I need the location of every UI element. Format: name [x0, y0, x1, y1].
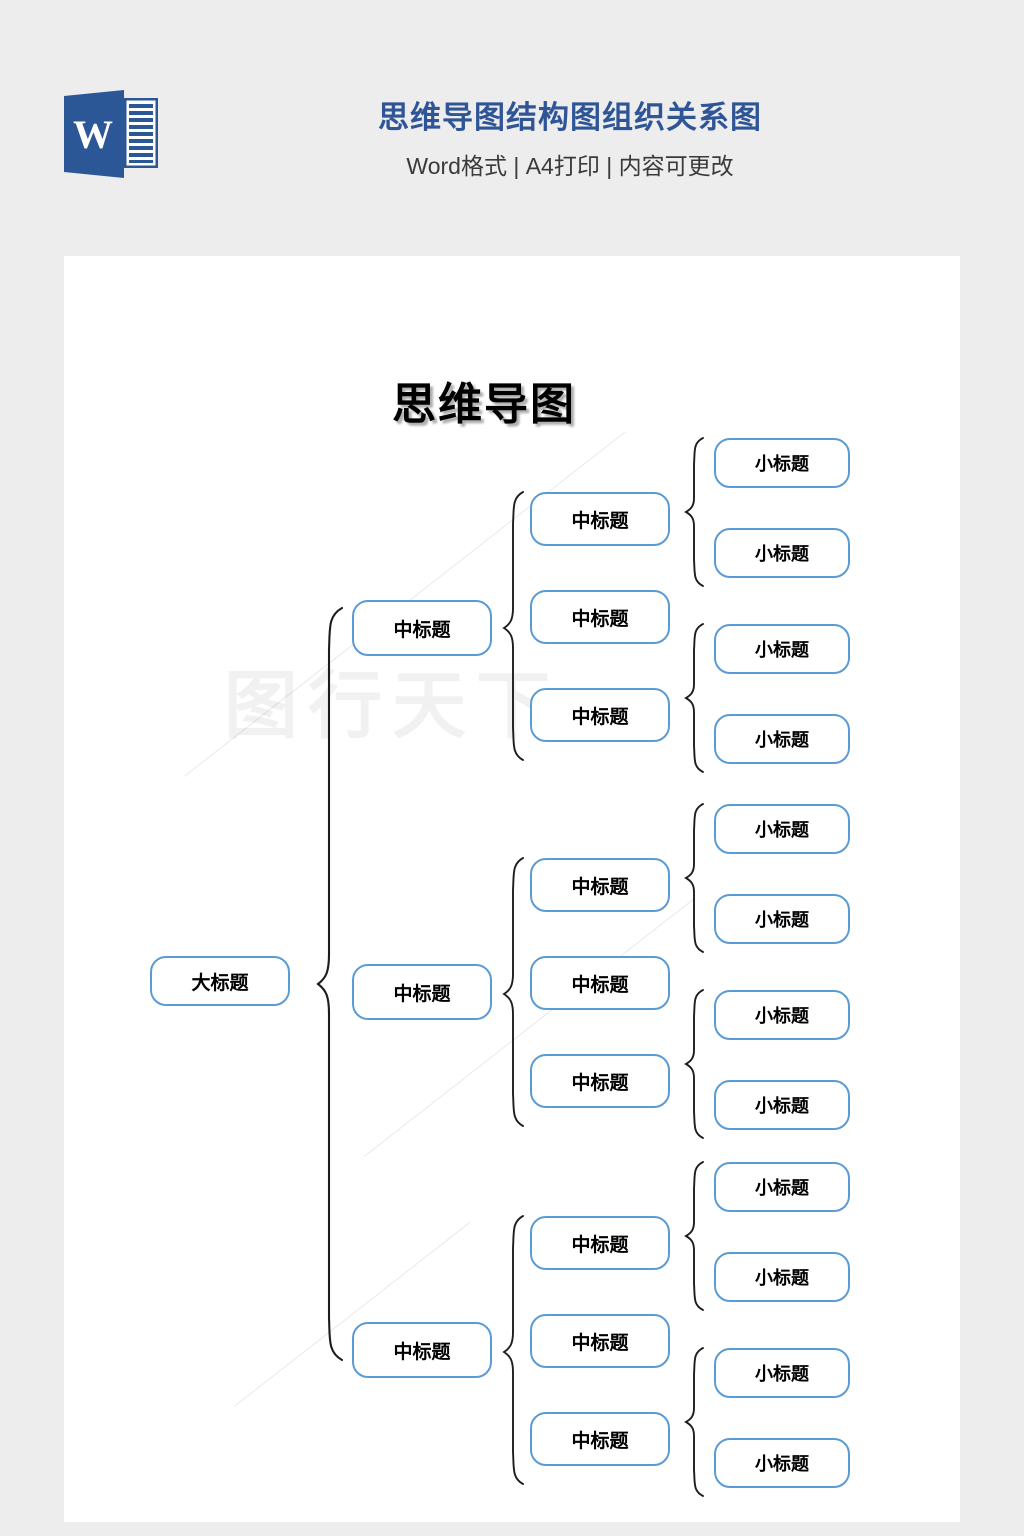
node-child-3-1-label: 中标题 [571, 1234, 629, 1256]
brace-child-2-1-to-leaves [684, 802, 706, 954]
node-leaf-1-3-2[interactable]: 小标题 [714, 714, 850, 764]
node-leaf-3-3-2[interactable]: 小标题 [714, 1438, 850, 1488]
node-child-3-1[interactable]: 中标题 [530, 1216, 670, 1270]
node-leaf-1-1-1-label: 小标题 [755, 454, 809, 474]
node-child-3-3[interactable]: 中标题 [530, 1412, 670, 1466]
node-leaf-2-1-1-label: 小标题 [755, 820, 809, 840]
document-page: 图行天下 思维导图 大标题 中标题 中标题 [64, 256, 960, 1522]
node-leaf-3-1-1[interactable]: 小标题 [714, 1162, 850, 1212]
brace-child-3-3-to-leaves [684, 1346, 706, 1498]
watermark-line [234, 1221, 472, 1407]
node-branch-2-label: 中标题 [393, 983, 451, 1005]
node-child-3-2-label: 中标题 [571, 1332, 629, 1354]
node-child-1-1[interactable]: 中标题 [530, 492, 670, 546]
node-leaf-2-3-1-label: 小标题 [755, 1006, 809, 1026]
brace-branch-1-to-children [502, 490, 526, 762]
node-leaf-2-3-2[interactable]: 小标题 [714, 1080, 850, 1130]
node-leaf-1-3-1-label: 小标题 [755, 640, 809, 660]
node-child-1-3-label: 中标题 [571, 706, 629, 728]
node-leaf-1-1-2-label: 小标题 [755, 544, 809, 564]
brace-root-to-branches [316, 606, 346, 1362]
node-leaf-1-1-2[interactable]: 小标题 [714, 528, 850, 578]
node-branch-1[interactable]: 中标题 [352, 600, 492, 656]
node-child-1-1-label: 中标题 [571, 510, 629, 532]
node-child-1-2-label: 中标题 [571, 608, 629, 630]
node-leaf-2-1-1[interactable]: 小标题 [714, 804, 850, 854]
node-root[interactable]: 大标题 [150, 956, 290, 1006]
brace-branch-2-to-children [502, 856, 526, 1128]
node-leaf-3-3-1[interactable]: 小标题 [714, 1348, 850, 1398]
node-leaf-3-1-1-label: 小标题 [755, 1178, 809, 1198]
brace-branch-3-to-children [502, 1214, 526, 1486]
node-child-2-3-label: 中标题 [571, 1072, 629, 1094]
node-leaf-1-3-1[interactable]: 小标题 [714, 624, 850, 674]
node-leaf-1-1-1[interactable]: 小标题 [714, 438, 850, 488]
watermark-text: 图行天下 [224, 663, 560, 749]
node-leaf-1-3-2-label: 小标题 [755, 730, 809, 750]
node-root-label: 大标题 [191, 972, 249, 994]
brace-child-3-1-to-leaves [684, 1160, 706, 1312]
node-branch-1-label: 中标题 [393, 619, 451, 641]
node-child-2-3[interactable]: 中标题 [530, 1054, 670, 1108]
word-logo-letter: W [73, 112, 113, 157]
node-leaf-2-1-2[interactable]: 小标题 [714, 894, 850, 944]
header-text-block: 思维导图结构图组织关系图 Word格式 | A4打印 | 内容可更改 [180, 96, 960, 182]
node-branch-3-label: 中标题 [393, 1341, 451, 1363]
node-leaf-3-1-2-label: 小标题 [755, 1268, 809, 1288]
node-child-2-1-label: 中标题 [571, 876, 629, 898]
node-leaf-2-3-2-label: 小标题 [755, 1096, 809, 1116]
node-leaf-3-1-2[interactable]: 小标题 [714, 1252, 850, 1302]
page-subtitle: Word格式 | A4打印 | 内容可更改 [406, 153, 734, 179]
node-leaf-2-1-2-label: 小标题 [755, 910, 809, 930]
node-child-1-2[interactable]: 中标题 [530, 590, 670, 644]
watermark-line [364, 897, 696, 1157]
node-branch-3[interactable]: 中标题 [352, 1322, 492, 1378]
node-child-3-2[interactable]: 中标题 [530, 1314, 670, 1368]
node-branch-2[interactable]: 中标题 [352, 964, 492, 1020]
node-child-2-2[interactable]: 中标题 [530, 956, 670, 1010]
node-child-2-2-label: 中标题 [571, 974, 629, 996]
node-leaf-2-3-1[interactable]: 小标题 [714, 990, 850, 1040]
node-child-3-3-label: 中标题 [571, 1430, 629, 1452]
brace-child-1-1-to-leaves [684, 436, 706, 588]
brace-child-2-3-to-leaves [684, 988, 706, 1140]
node-leaf-3-3-1-label: 小标题 [755, 1364, 809, 1384]
node-leaf-3-3-2-label: 小标题 [755, 1454, 809, 1474]
brace-child-1-3-to-leaves [684, 622, 706, 774]
node-child-1-3[interactable]: 中标题 [530, 688, 670, 742]
mindmap-title: 思维导图 [392, 380, 576, 429]
page-title: 思维导图结构图组织关系图 [378, 100, 762, 135]
word-document-icon: W [62, 88, 160, 180]
page-header: W 思维导图结构图组织关系图 Word格式 | A4打印 | 内容可更改 [0, 0, 1024, 256]
node-child-2-1[interactable]: 中标题 [530, 858, 670, 912]
